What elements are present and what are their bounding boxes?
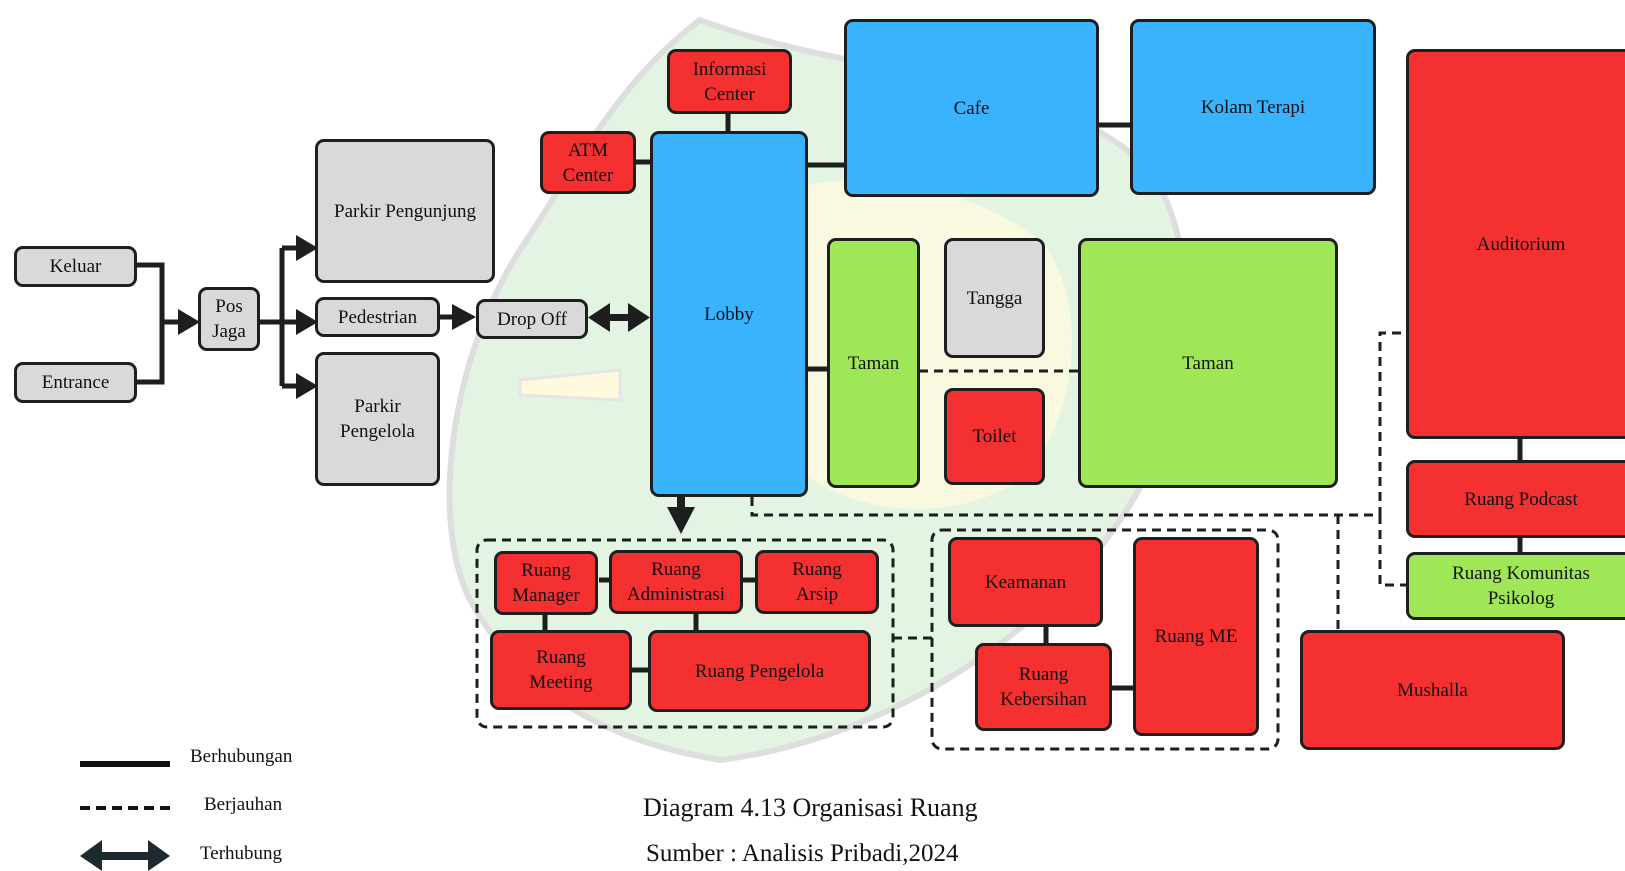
legend-label-berhubungan: Berhubungan [190,746,293,767]
arrows [178,235,695,534]
node-auditorium: Auditorium [1406,49,1625,439]
node-keluar: Keluar [14,246,137,287]
node-parkir-pengunjung: Parkir Pengunjung [315,139,495,283]
node-atm-center: ATM Center [540,131,636,194]
node-mushalla: Mushalla [1300,630,1565,750]
caption-title: Diagram 4.13 Organisasi Ruang [643,793,978,822]
node-pedestrian: Pedestrian [315,297,440,337]
arrow-lobby-to-office [667,495,695,534]
node-informasi-center: Informasi Center [667,49,792,114]
legend-glyphs [80,761,170,871]
node-tangga: Tangga [944,238,1045,358]
node-ruang-kebersihan: Ruang Kebersihan [975,643,1112,731]
node-pos-jaga: Pos Jaga [198,287,260,351]
node-parkir-pengelola: Parkir Pengelola [315,352,440,486]
arrow-to-parkir-pengelola [296,373,318,399]
node-toilet: Toilet [944,388,1045,485]
node-kolam-terapi: Kolam Terapi [1130,19,1376,195]
legend-double-arrow [80,840,170,871]
node-taman-1: Taman [827,238,920,488]
node-ruang-komunitas-psikolog: Ruang Komunitas Psikolog [1406,552,1625,620]
node-ruang-manager: Ruang Manager [494,551,598,615]
arrow-to-pedestrian [296,309,318,335]
node-cafe: Cafe [844,19,1099,197]
node-ruang-administrasi: Ruang Administrasi [609,550,743,614]
double-arrow-dropoff-lobby [588,303,650,332]
legend-label-berjauhan: Berjauhan [204,794,283,815]
arrow-to-pos-jaga [178,309,200,335]
node-drop-off: Drop Off [476,299,588,339]
node-ruang-arsip: Ruang Arsip [755,550,879,614]
caption-source: Sumber : Analisis Pribadi,2024 [646,840,959,867]
node-lobby: Lobby [650,131,808,497]
node-ruang-me: Ruang ME [1133,537,1259,736]
node-entrance: Entrance [14,362,137,403]
node-ruang-pengelola: Ruang Pengelola [648,630,871,712]
arrow-to-drop-off [452,304,476,330]
solid-connectors [135,112,1523,691]
node-ruang-meeting: Ruang Meeting [490,630,632,710]
dashed-connectors [475,331,1410,751]
node-ruang-podcast: Ruang Podcast [1406,460,1625,538]
node-taman-2: Taman [1078,238,1338,488]
legend-label-terhubung: Terhubung [200,843,283,864]
arrow-to-parkir-pengunjung [296,235,318,261]
node-keamanan: Keamanan [948,537,1103,627]
